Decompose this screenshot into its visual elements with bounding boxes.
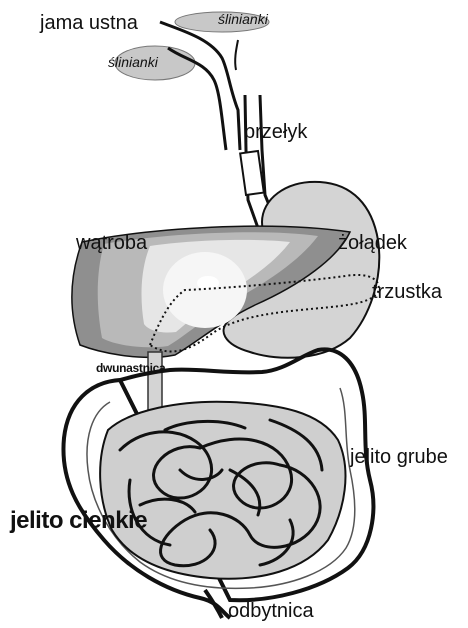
label-rectum: odbytnica	[228, 601, 314, 621]
label-mouth: jama ustna	[40, 13, 138, 33]
esophagus-sphincter	[240, 151, 264, 195]
mouth-pharynx-outline	[160, 22, 240, 150]
label-small-intestine: jelito cienkie	[10, 509, 147, 533]
small-intestine-mass	[100, 402, 345, 579]
salivary-duct	[235, 40, 238, 70]
liver-highlight	[163, 252, 247, 328]
rectum-outline	[205, 590, 222, 618]
label-salivary-top: ślinianki	[218, 12, 268, 26]
label-stomach: żołądek	[338, 233, 407, 253]
label-salivary-left: ślinianki	[108, 55, 158, 69]
esophagus-outline-right	[260, 95, 272, 212]
liver-highlight-core	[197, 276, 219, 290]
label-pancreas: trzustka	[372, 282, 442, 302]
label-esophagus: przełyk	[244, 122, 307, 142]
label-liver: wątroba	[76, 233, 147, 253]
label-duodenum: dwunastnica	[96, 362, 165, 374]
label-large-intestine: jelito grube	[350, 447, 448, 467]
